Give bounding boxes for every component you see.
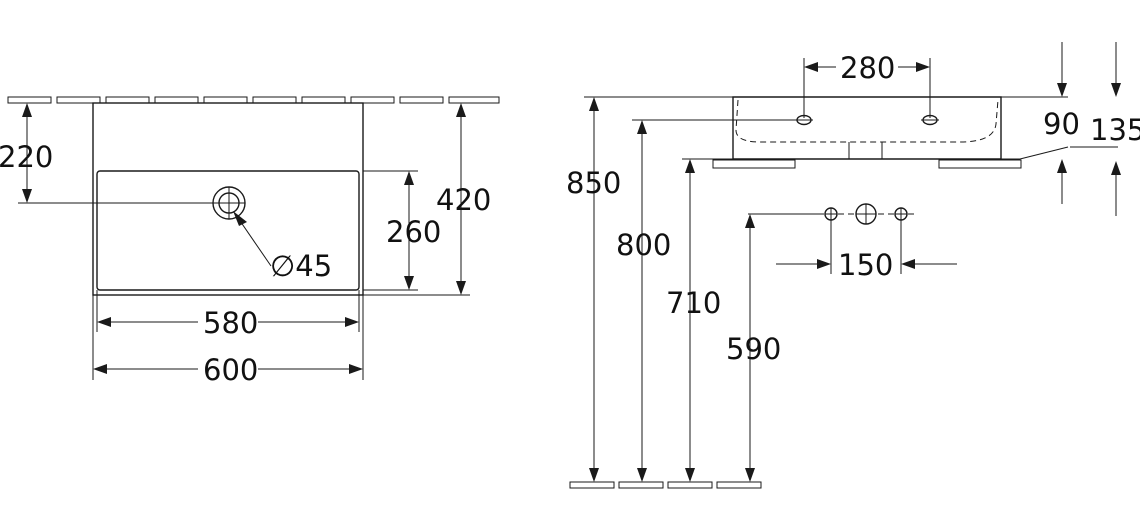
dim-45-label: ∅45 xyxy=(270,249,332,283)
dim-600-label: 600 xyxy=(203,353,258,387)
pipe-hot-icon xyxy=(894,207,908,221)
dim-90-label: 90 xyxy=(1043,107,1080,141)
side-view: 280 xyxy=(566,42,1140,489)
pipe-waste-icon xyxy=(855,203,877,225)
dim-220-label: 220 xyxy=(0,140,53,174)
floor-strip xyxy=(569,481,762,489)
dim-135-label: 135 xyxy=(1090,113,1140,147)
basin-side-outline xyxy=(732,96,1002,160)
dim-150-label: 150 xyxy=(838,248,893,282)
basin-bowl xyxy=(96,170,360,291)
dim-420-label: 420 xyxy=(436,183,491,217)
dim-260-label: 260 xyxy=(386,215,441,249)
dim-280-label: 280 xyxy=(840,51,895,85)
top-view: 220 420 260 ∅45 580 600 xyxy=(0,96,500,387)
basin-outline xyxy=(92,102,364,296)
waste-outlet-icon xyxy=(212,186,246,220)
dim-710-label: 710 xyxy=(666,286,721,320)
wall-strip xyxy=(7,96,500,104)
pipe-cold-icon xyxy=(824,207,838,221)
dim-850-label: 850 xyxy=(566,166,621,200)
dim-800-label: 800 xyxy=(616,228,671,262)
dim-590-label: 590 xyxy=(726,332,781,366)
dim-580-label: 580 xyxy=(203,306,258,340)
